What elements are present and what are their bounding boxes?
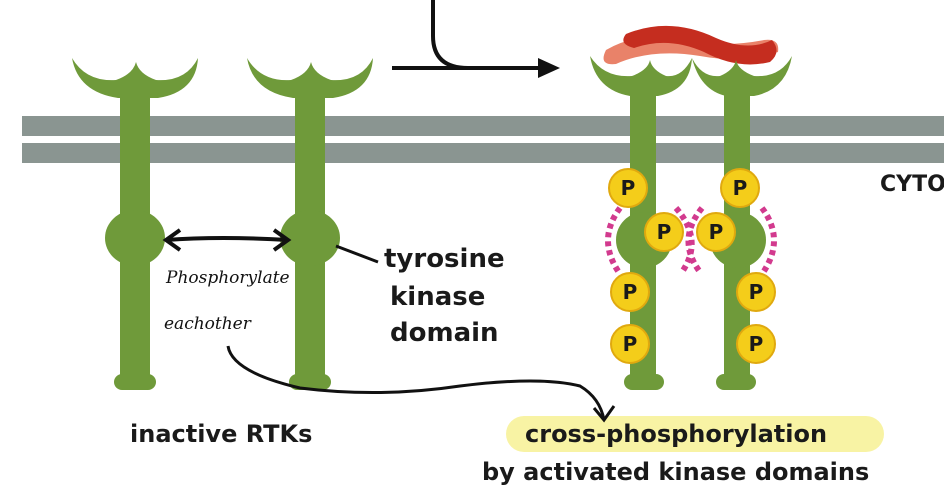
tyrosine-label: tyrosine — [384, 244, 505, 274]
handwritten-eachother: eachother — [164, 314, 251, 334]
activation-halo-left — [605, 206, 623, 276]
text-highlight — [506, 416, 884, 452]
phosphate-label: P — [623, 332, 638, 356]
arrow-head — [538, 58, 560, 78]
phosphate-label: P — [709, 220, 724, 244]
membrane-outer-layer — [22, 116, 944, 136]
phosphate-label: P — [657, 220, 672, 244]
domain-label: domain — [390, 318, 499, 348]
kinase-label: kinase — [390, 282, 486, 312]
inactive-rtks-label: inactive RTKs — [130, 420, 313, 448]
activated-kinase-domains-label: by activated kinase domains — [482, 458, 870, 486]
ligand-binding-arrow — [431, 0, 550, 70]
phosphate-label: P — [621, 176, 636, 200]
inactive-receptor-right — [247, 58, 373, 390]
cytosol-label: CYTO — [880, 172, 944, 197]
ligand-dimer — [603, 25, 779, 65]
phosphate-group: P — [644, 212, 684, 252]
activation-halo-right — [759, 206, 777, 276]
phosphate-group: P — [736, 272, 776, 312]
phosphate-label: P — [733, 176, 748, 200]
phosphate-group: P — [736, 324, 776, 364]
handwritten-double-arrow — [165, 236, 289, 242]
phosphate-group: P — [610, 324, 650, 364]
phosphate-group: P — [610, 272, 650, 312]
phosphate-label: P — [749, 332, 764, 356]
phosphate-group: P — [696, 212, 736, 252]
phosphate-group: P — [608, 168, 648, 208]
inactive-receptor-left — [72, 58, 198, 390]
handwritten-connector-arrow — [226, 345, 606, 421]
kinase-pointer-line — [335, 244, 379, 264]
handwritten-phosphorylate: Phosphorylate — [166, 268, 290, 288]
membrane-inner-layer — [22, 143, 944, 163]
phosphate-group: P — [720, 168, 760, 208]
phosphate-label: P — [623, 280, 638, 304]
cross-phosphorylation-label: cross-phosphorylation — [525, 420, 828, 448]
activation-halo-center-left — [673, 206, 695, 274]
phosphate-label: P — [749, 280, 764, 304]
